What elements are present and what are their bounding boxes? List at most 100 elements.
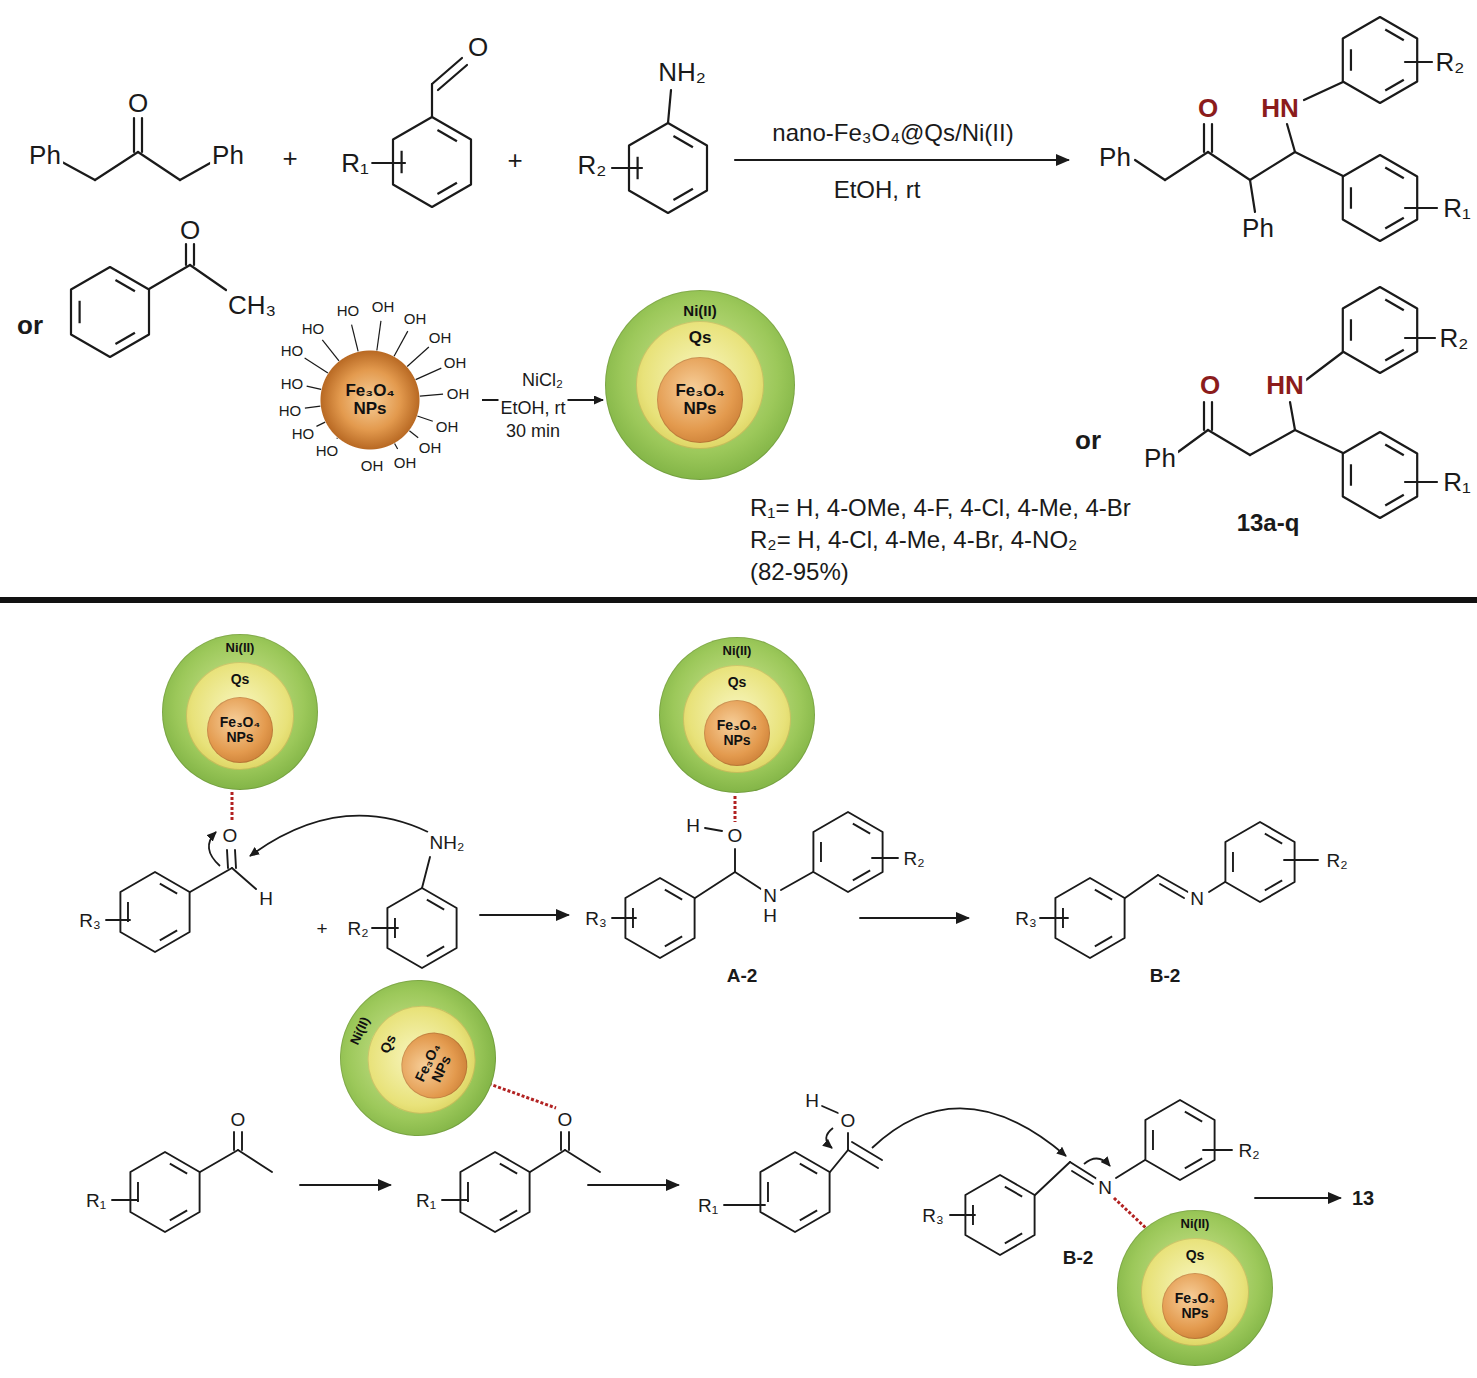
chem-label: H bbox=[684, 816, 702, 835]
bond-line bbox=[668, 90, 671, 123]
chem-label: EtOH, rt bbox=[498, 399, 567, 417]
chem-label: H bbox=[257, 889, 275, 908]
sphere-label: Ni(II) bbox=[683, 303, 716, 319]
chem-label: HN bbox=[1264, 372, 1306, 398]
benzene-ring bbox=[760, 1152, 829, 1232]
benzene-ring bbox=[120, 872, 189, 952]
chem-label: H bbox=[803, 1091, 821, 1110]
sphere-label: Fe₃O₄ NPs bbox=[215, 715, 265, 744]
ring-double-bond bbox=[800, 1164, 817, 1174]
bond-line bbox=[227, 850, 228, 868]
hydroxyl-label: HO bbox=[279, 376, 306, 391]
benzene-ring bbox=[1225, 822, 1294, 902]
ring-double-bond bbox=[1385, 218, 1404, 229]
bond-line bbox=[190, 868, 232, 892]
chem-label: R₁= H, 4-OMe, 4-F, 4-Cl, 4-Me, 4-Br bbox=[748, 496, 1133, 520]
ring-double-bond bbox=[1350, 49, 1352, 70]
bond-line bbox=[1035, 1162, 1070, 1195]
hydroxyl-label: HO bbox=[277, 403, 304, 418]
chem-label: + bbox=[280, 145, 299, 171]
chem-label: Ph bbox=[27, 142, 63, 168]
ring-double-bond bbox=[500, 1164, 517, 1174]
catalyst-sphere: Ni(II)QsFe₃O₄ NPs bbox=[1117, 1210, 1273, 1366]
chem-label: nano-Fe₃O₄@Qs/Ni(II) bbox=[770, 121, 1015, 145]
bond-line bbox=[560, 1132, 562, 1150]
shell-layer: QsFe₃O₄ NPs bbox=[636, 321, 764, 449]
ring-double-bond bbox=[1232, 852, 1234, 872]
ring-double-bond bbox=[1185, 1158, 1202, 1168]
bond-line bbox=[612, 917, 636, 919]
benzene-ring bbox=[813, 812, 882, 892]
ring-double-bond bbox=[673, 189, 692, 200]
nanoparticle-core: Fe₃O₄ NPs bbox=[390, 1022, 478, 1110]
chem-label: NH₂ bbox=[656, 59, 708, 85]
hydroxyl-label: OH bbox=[417, 440, 444, 455]
bond-line bbox=[1125, 875, 1158, 898]
bond-line bbox=[1135, 160, 1165, 180]
chem-label: R₂ bbox=[1236, 1141, 1261, 1160]
hydroxyl-label: OH bbox=[392, 455, 419, 470]
ring-double-bond bbox=[467, 1182, 469, 1202]
chem-label: O bbox=[466, 34, 490, 60]
shell-layer: QsFe₃O₄ NPs bbox=[683, 665, 791, 773]
chem-label: R₂ bbox=[1438, 325, 1471, 351]
ring-double-bond bbox=[665, 890, 682, 900]
chem-label: CH₃ bbox=[226, 292, 278, 318]
ring-double-bond bbox=[1152, 1130, 1154, 1150]
benzene-ring bbox=[460, 1152, 529, 1232]
ring-double-bond bbox=[1385, 299, 1404, 310]
chem-label: R₃ bbox=[920, 1206, 945, 1225]
chem-label: (82-95%) bbox=[748, 560, 851, 584]
chem-label: R₃ bbox=[583, 909, 608, 928]
chem-label: R₃ bbox=[1013, 909, 1038, 928]
bond-line bbox=[1250, 180, 1255, 212]
reaction-arrow bbox=[860, 917, 968, 919]
chem-label: O bbox=[839, 1111, 858, 1130]
benzene-ring bbox=[1343, 287, 1417, 373]
bond-line bbox=[847, 1133, 849, 1150]
curved-arrow bbox=[209, 832, 220, 866]
bond-line bbox=[830, 1150, 848, 1172]
chem-label: or bbox=[15, 312, 45, 338]
bond-line bbox=[950, 1214, 975, 1216]
hydroxyl-label: HO bbox=[300, 321, 327, 336]
bond-line bbox=[233, 1132, 235, 1150]
sphere-label: Qs bbox=[377, 1032, 398, 1055]
ring-double-bond bbox=[79, 301, 81, 323]
coordination-bond bbox=[231, 792, 234, 822]
ring-double-bond bbox=[800, 1210, 817, 1220]
nanoparticle-core: Fe₃O₄ NPs bbox=[704, 700, 770, 766]
shell-layer: QsFe₃O₄ NPs bbox=[1141, 1238, 1249, 1346]
chem-label: 30 min bbox=[504, 422, 562, 440]
catalyst-sphere: Ni(II)QsFe₃O₄ NPs bbox=[314, 954, 521, 1161]
sphere-label: Fe₃O₄ NPs bbox=[339, 382, 400, 418]
nanoparticle-core: Fe₃O₄ NPs bbox=[657, 357, 743, 443]
chem-label: R₁ bbox=[84, 1191, 108, 1210]
chem-label: O bbox=[1196, 95, 1220, 121]
ring-double-bond bbox=[820, 842, 822, 862]
ring-double-bond bbox=[1385, 80, 1404, 91]
bond-line bbox=[1178, 430, 1208, 452]
bond-line bbox=[1290, 402, 1295, 430]
bond-line bbox=[695, 872, 735, 898]
bond-line bbox=[1208, 152, 1250, 180]
ring-double-bond bbox=[500, 1210, 517, 1220]
bond-line bbox=[62, 162, 95, 180]
ring-double-bond bbox=[1385, 167, 1404, 178]
bond-line bbox=[141, 118, 143, 152]
bond-line bbox=[180, 162, 212, 180]
bond-line bbox=[193, 244, 195, 265]
chem-label: R₁ bbox=[414, 1191, 438, 1210]
reaction-arrow bbox=[300, 1184, 390, 1186]
ring-double-bond bbox=[127, 902, 129, 922]
bond-line bbox=[422, 857, 430, 888]
bond-line bbox=[1405, 337, 1435, 339]
bond-line bbox=[232, 868, 256, 889]
bond-line bbox=[1250, 430, 1295, 455]
chem-label: N bbox=[761, 886, 779, 905]
chem-label: 13 bbox=[1350, 1188, 1376, 1208]
ring-double-bond bbox=[665, 936, 682, 946]
nanoparticle-core: Fe₃O₄ NPs bbox=[1162, 1273, 1228, 1339]
chem-label: or bbox=[1073, 427, 1103, 453]
bond-line bbox=[1040, 917, 1068, 919]
